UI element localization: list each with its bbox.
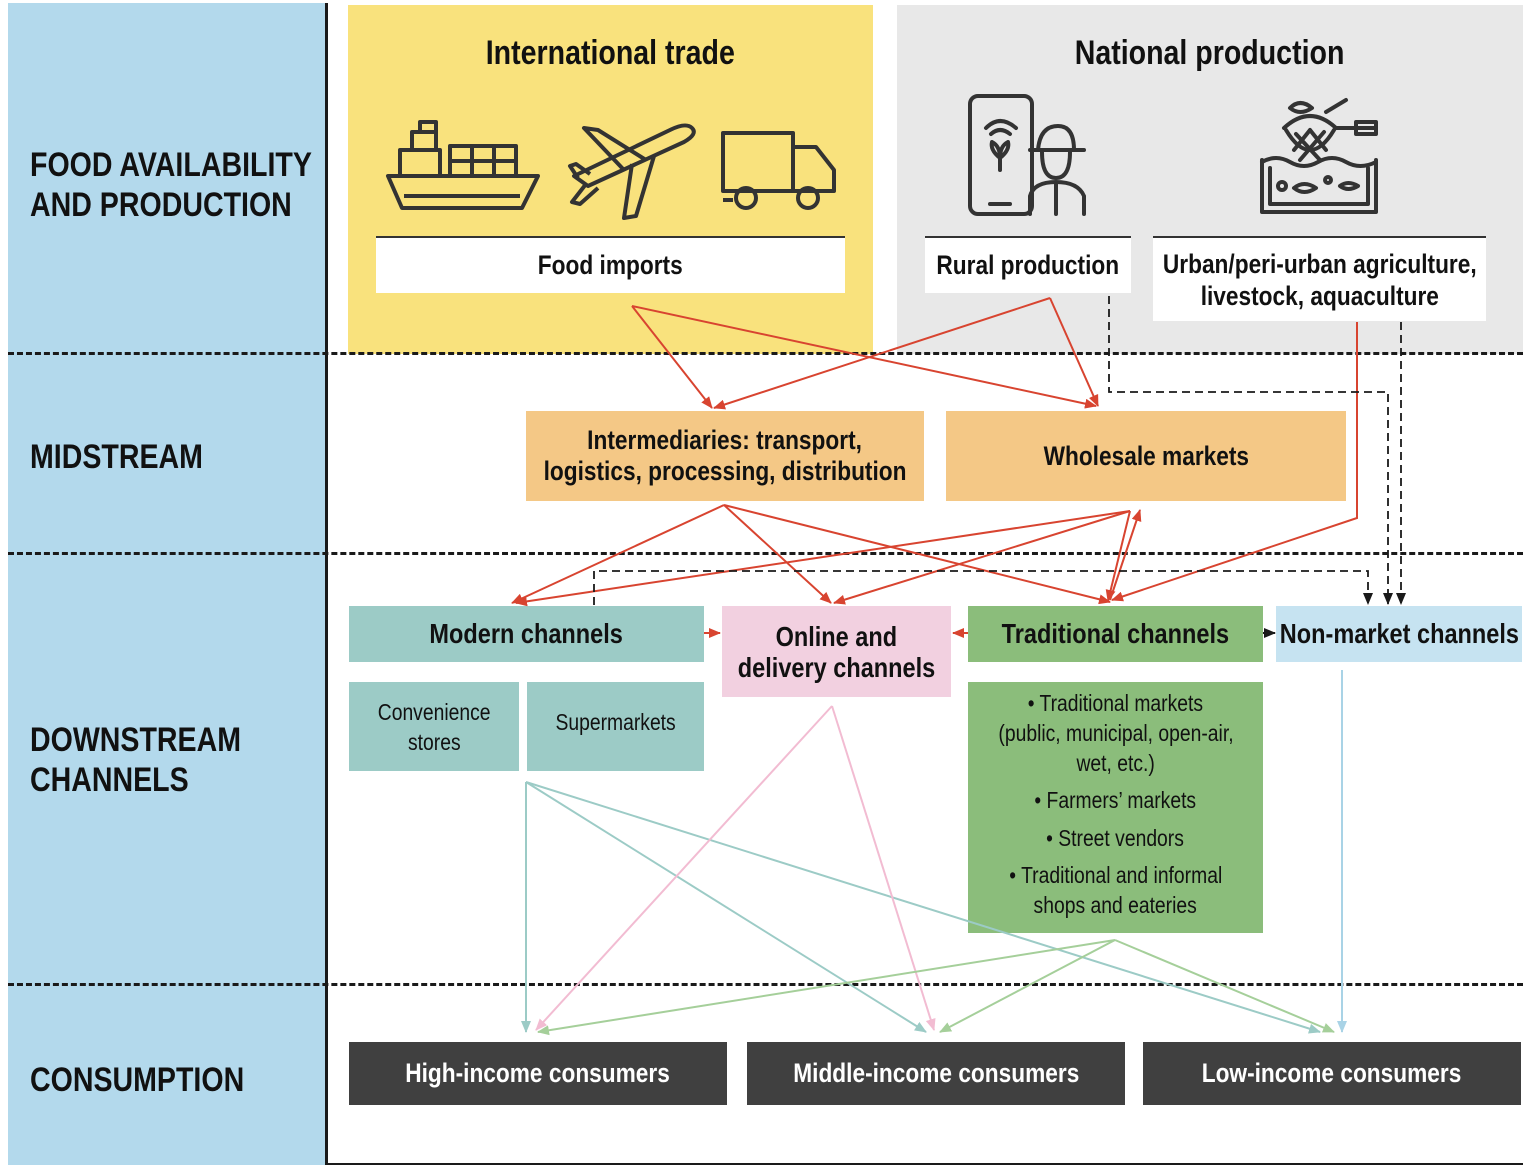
- online-delivery-channels-box: Online and delivery channels: [722, 606, 951, 697]
- arrow-online-to-middle: [831, 705, 936, 1031]
- arrow-rural-to-wholesale: [1049, 297, 1099, 407]
- urban-agriculture-box: Urban/peri-urban agriculture, livestock,…: [1153, 236, 1486, 321]
- non-market-channels-box: Non-market channels: [1276, 606, 1522, 662]
- arrow-modern-to-low: [525, 781, 1321, 1034]
- national-production-heading: National production: [1075, 34, 1345, 72]
- arrow-online-to-high: [535, 705, 833, 1031]
- arrow-traditional-to-middle: [939, 939, 1116, 1033]
- list-item: • Farmers’ markets: [1034, 787, 1197, 813]
- arrow-imports-to-intermediaries: [631, 305, 713, 409]
- list-item: shops and eateries: [1033, 892, 1198, 918]
- diagram-frame: [325, 3, 1523, 1165]
- list-item: • Traditional markets: [1027, 690, 1204, 716]
- list-item: (public, municipal, open-air,: [997, 720, 1234, 746]
- convenience-stores-box: Convenience stores: [349, 682, 519, 771]
- stage-label-production: FOOD AVAILABILITY AND PRODUCTION: [30, 146, 312, 224]
- rural-production-box: Rural production: [925, 236, 1131, 293]
- supermarkets-box: Supermarkets: [527, 682, 704, 771]
- traditional-channels-list: • Traditional markets (public, municipal…: [968, 682, 1263, 933]
- international-trade-heading: International trade: [485, 34, 736, 72]
- arrow-intermediaries-to-online: [723, 504, 832, 604]
- arrow-modern-to-non-market: [593, 570, 1373, 605]
- stage-label-midstream: MIDSTREAM: [30, 438, 203, 476]
- airplane-icon: [568, 123, 696, 220]
- separator-production-midstream: [8, 352, 1523, 355]
- arrow-wholesale-to-modern: [515, 510, 1131, 607]
- food-imports-box: Food imports: [376, 236, 845, 293]
- truck-icon: [721, 131, 836, 210]
- high-income-consumers-box: High-income consumers: [349, 1042, 727, 1105]
- arrow-traditional-to-low: [1114, 939, 1335, 1033]
- stage-label-downstream: DOWNSTREAM CHANNELS: [30, 721, 242, 799]
- traditional-channels-box: Traditional channels: [968, 606, 1263, 662]
- arrow-wholesale-to-traditional: [1105, 510, 1131, 602]
- low-income-consumers-box: Low-income consumers: [1143, 1042, 1521, 1105]
- arrow-rural-to-non-market: [1108, 296, 1393, 605]
- arrow-urban-to-traditional: [1111, 322, 1358, 602]
- arrow-intermediaries-to-traditional: [723, 504, 1111, 605]
- separator-midstream-downstream: [8, 552, 1523, 555]
- arrow-imports-to-wholesale: [631, 305, 1097, 409]
- arrow-rural-to-intermediaries: [713, 297, 1051, 410]
- arrow-traditional-to-high: [537, 939, 1116, 1036]
- middle-income-consumers-box: Middle-income consumers: [747, 1042, 1125, 1105]
- separator-downstream-consumption: [8, 983, 1523, 986]
- modern-channels-box: Modern channels: [349, 606, 704, 662]
- farmer-smartphone-icon: [968, 94, 1086, 216]
- arrow-traditional-to-wholesale: [1109, 509, 1142, 601]
- arrow-wholesale-to-online: [833, 510, 1131, 605]
- list-item: wet, etc.): [1076, 750, 1155, 776]
- arrow-modern-to-middle: [525, 781, 927, 1033]
- arrow-intermediaries-to-modern: [511, 504, 725, 604]
- intermediaries-box: Intermediaries: transport, logistics, pr…: [526, 411, 924, 501]
- cargo-ship-icon: [386, 120, 540, 210]
- stage-label-consumption: CONSUMPTION: [30, 1061, 245, 1099]
- international-trade-panel: [348, 5, 873, 354]
- wholesale-markets-box: Wholesale markets: [946, 411, 1346, 501]
- list-item: • Street vendors: [1046, 825, 1185, 851]
- stage-sidebar: [8, 3, 326, 1165]
- list-item: • Traditional and informal: [1009, 862, 1222, 888]
- fishing-net-aquaculture-icon: [1260, 98, 1378, 214]
